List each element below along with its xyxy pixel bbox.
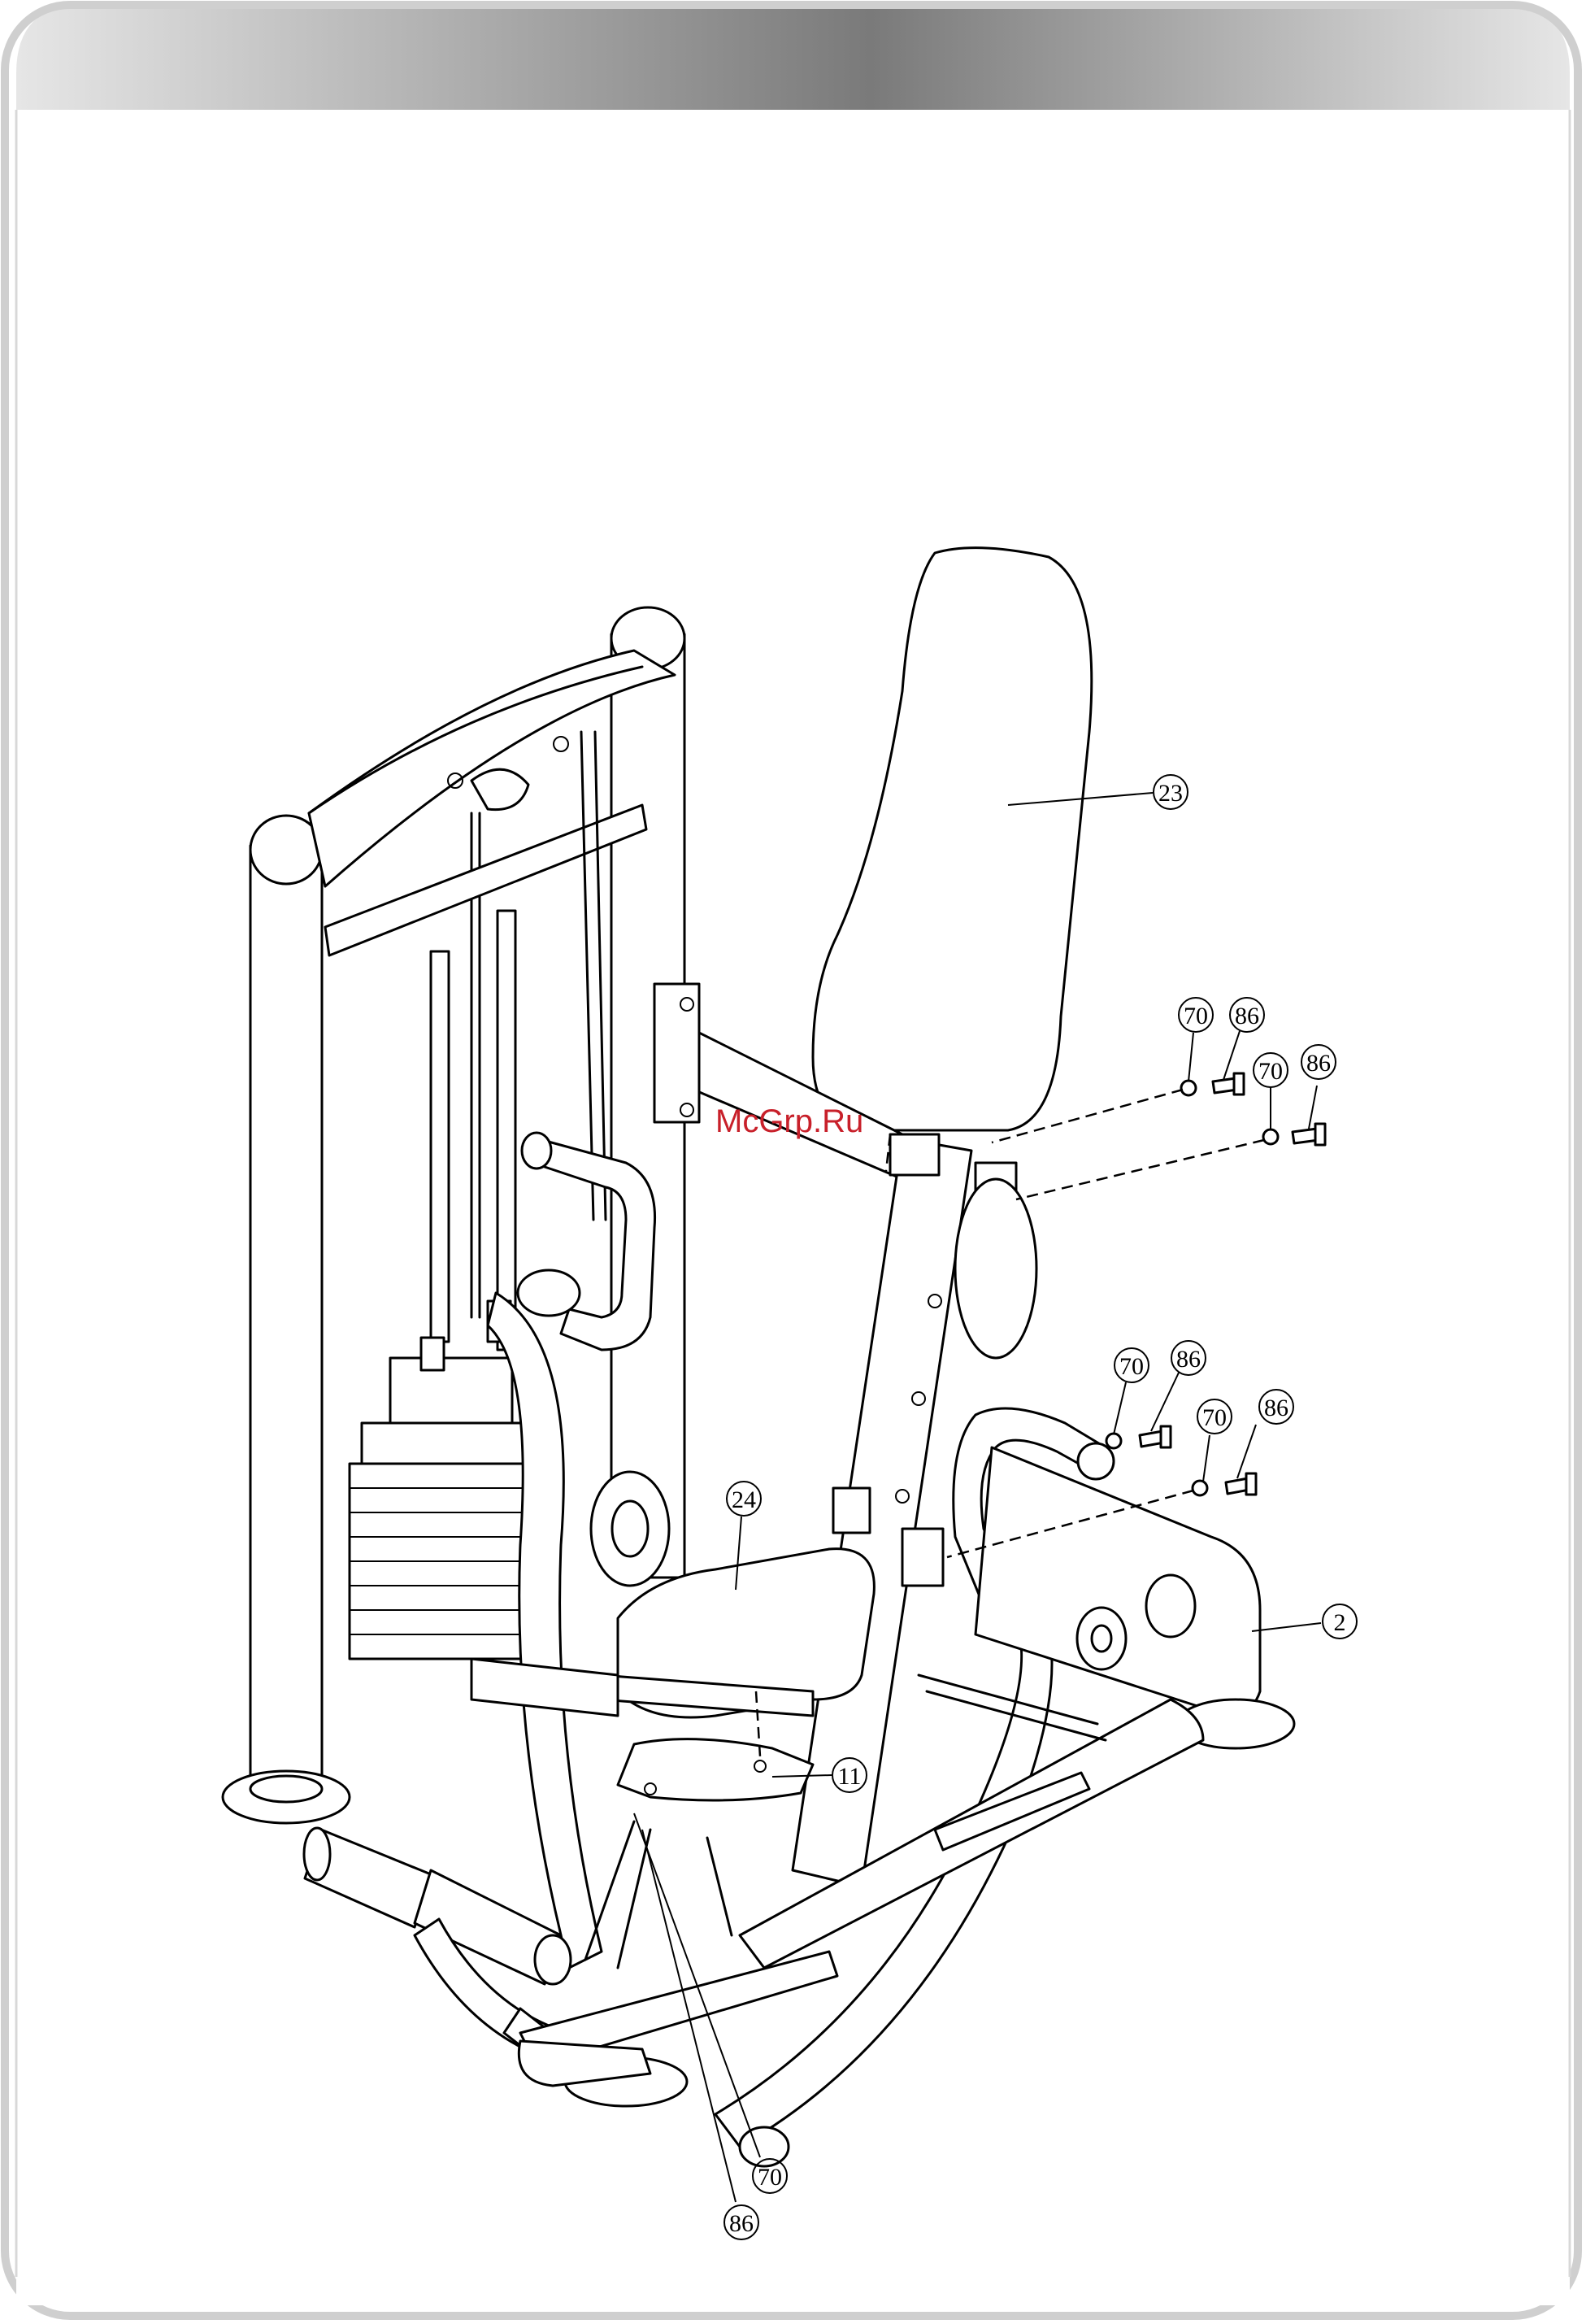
callout-86-b: 86	[1301, 1045, 1336, 1079]
callout-label-70: 70	[1202, 1404, 1227, 1431]
callout-86-d: 86	[1259, 1390, 1293, 1424]
callout-label-23: 23	[1158, 780, 1183, 807]
callout-70-e: 70	[753, 2159, 787, 2193]
callout-86-a: 86	[1230, 998, 1264, 1032]
pulley-wheel	[591, 1472, 669, 1586]
callout-label-70: 70	[1258, 1058, 1283, 1085]
callout-70-d: 70	[1197, 1399, 1232, 1434]
callout-label-86: 86	[1176, 1346, 1201, 1373]
callout-70-a: 70	[1179, 998, 1213, 1032]
callout-label-86: 86	[1306, 1050, 1331, 1077]
callout-86-c: 86	[1171, 1341, 1206, 1375]
watermark: McGrp.Ru	[715, 1103, 863, 1139]
callout-70-c: 70	[1115, 1348, 1149, 1382]
callout-label-86: 86	[1235, 1003, 1259, 1029]
callout-86-e: 86	[724, 2205, 758, 2239]
callout-label-11: 11	[838, 1763, 862, 1790]
callout-label-70: 70	[758, 2164, 782, 2191]
callout-70-b: 70	[1254, 1053, 1288, 1087]
callout-label-70: 70	[1184, 1003, 1208, 1029]
callout-label-2: 2	[1334, 1609, 1346, 1636]
callout-24: 24	[727, 1482, 761, 1516]
callout-label-24: 24	[732, 1486, 756, 1513]
callout-label-70: 70	[1119, 1353, 1144, 1380]
callout-label-86: 86	[729, 2210, 754, 2237]
callout-23: 23	[1154, 775, 1188, 809]
callout-label-86: 86	[1264, 1395, 1288, 1421]
